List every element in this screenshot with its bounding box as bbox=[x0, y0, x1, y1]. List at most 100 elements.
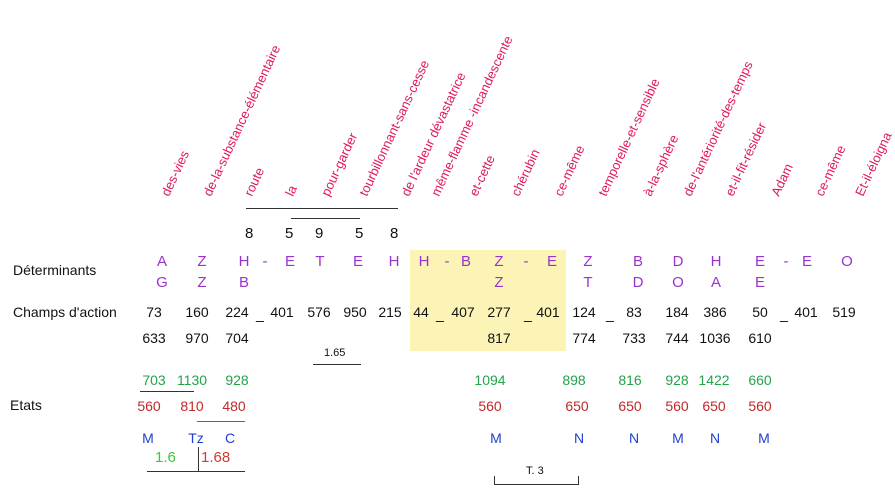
champ-value: 44 bbox=[413, 304, 429, 320]
etat-red: 810 bbox=[180, 398, 204, 414]
champ-value: 401 bbox=[270, 304, 294, 320]
etats-underline bbox=[140, 391, 194, 392]
word-15: Adam bbox=[768, 161, 796, 199]
champ-value: 401 bbox=[794, 304, 818, 320]
etat-green: 928 bbox=[225, 372, 249, 388]
etat-red: 650 bbox=[618, 398, 642, 414]
champ-value: 50 bbox=[752, 304, 768, 320]
table-ref: T. 3 bbox=[526, 465, 544, 477]
champ-value: 124 bbox=[572, 304, 596, 320]
champ-sep: _ bbox=[780, 306, 788, 322]
det-letter: B bbox=[460, 253, 471, 270]
word-4: pour-garder bbox=[318, 130, 361, 199]
det-letter: E bbox=[754, 253, 765, 270]
blue-letter: M bbox=[672, 430, 684, 446]
det-letter: E bbox=[284, 253, 295, 270]
champ-value: 407 bbox=[451, 304, 475, 320]
champ-value: 774 bbox=[572, 330, 596, 346]
det-letter: H bbox=[418, 253, 430, 270]
det-letter: B bbox=[632, 253, 643, 270]
top-number: 5 bbox=[285, 225, 294, 242]
champ-value: 733 bbox=[622, 330, 646, 346]
ratio-mid: 1.65 bbox=[324, 347, 346, 359]
word-1: de-la-substance-élémentaire bbox=[200, 42, 284, 199]
det-letter: Z bbox=[583, 253, 593, 270]
top-number: 5 bbox=[355, 225, 364, 242]
word-9: chérubin bbox=[508, 146, 543, 199]
etat-green: 816 bbox=[618, 372, 642, 388]
ratio-underline bbox=[147, 471, 245, 472]
det-letter: T bbox=[315, 253, 325, 270]
det-letter: A bbox=[156, 253, 167, 270]
champ-value: 610 bbox=[748, 330, 772, 346]
champ-value: 73 bbox=[146, 304, 162, 320]
bracket-line-outer bbox=[246, 208, 398, 209]
top-number: 8 bbox=[390, 225, 399, 242]
det-letter: O bbox=[841, 253, 853, 270]
etat-red: 560 bbox=[478, 398, 502, 414]
word-3: la bbox=[282, 182, 300, 199]
det-letter: E bbox=[546, 253, 557, 270]
highlight-box bbox=[410, 250, 566, 351]
blue-letter: M bbox=[758, 430, 770, 446]
det-letter: E bbox=[801, 253, 812, 270]
ratio-green: 1.6 bbox=[155, 449, 176, 466]
word-12: à-la-sphère bbox=[640, 132, 682, 199]
champ-value: 386 bbox=[703, 304, 727, 320]
det-letter: D bbox=[632, 274, 644, 291]
ratio-mid-underline bbox=[313, 364, 361, 365]
table-ref-bracket bbox=[494, 484, 579, 485]
label-determinants: Déterminants bbox=[13, 262, 97, 278]
champ-sep: _ bbox=[524, 306, 532, 322]
champ-sep: _ bbox=[436, 306, 444, 322]
champ-value: 401 bbox=[536, 304, 560, 320]
etat-green: 703 bbox=[142, 372, 166, 388]
word-10: ce-même bbox=[551, 142, 588, 199]
det-letter: - bbox=[523, 253, 529, 270]
champ-value: 744 bbox=[665, 330, 689, 346]
det-letter: H bbox=[710, 253, 722, 270]
blue-letter: N bbox=[709, 430, 721, 446]
etat-green: 928 bbox=[665, 372, 689, 388]
word-0: des-vies bbox=[158, 148, 193, 199]
det-letter: - bbox=[262, 253, 268, 270]
det-letter: A bbox=[710, 274, 721, 291]
etat-green: 1422 bbox=[698, 372, 730, 388]
champ-value: 184 bbox=[665, 304, 689, 320]
det-letter: B bbox=[238, 274, 249, 291]
det-letter: Z bbox=[197, 253, 207, 270]
etat-red: 650 bbox=[565, 398, 589, 414]
word-16: ce-même bbox=[812, 142, 849, 199]
blue-letter: M bbox=[490, 430, 502, 446]
champ-value: 576 bbox=[307, 304, 331, 320]
etat-green: 1130 bbox=[176, 372, 208, 388]
etat-red: 560 bbox=[137, 398, 161, 414]
det-letter: T bbox=[583, 274, 593, 291]
blue-letter: Tz bbox=[188, 430, 204, 446]
table-ref-bracket-right bbox=[578, 476, 579, 485]
blue-letter: M bbox=[142, 430, 154, 446]
det-letter: D bbox=[672, 253, 684, 270]
etat-green: 660 bbox=[748, 372, 772, 388]
champ-value: 277 bbox=[487, 304, 511, 320]
det-letter: G bbox=[156, 274, 168, 291]
champ-sep: _ bbox=[606, 306, 614, 322]
det-letter: Z bbox=[197, 274, 207, 291]
det-letter: E bbox=[754, 274, 765, 291]
champ-value: 1036 bbox=[699, 330, 731, 346]
champ-value: 817 bbox=[487, 330, 511, 346]
word-8: et-cette bbox=[466, 152, 498, 199]
champ-value: 970 bbox=[185, 330, 209, 346]
champ-value: 704 bbox=[225, 330, 249, 346]
blue-letter: C bbox=[224, 430, 236, 446]
champ-value: 519 bbox=[832, 304, 856, 320]
champ-value: 215 bbox=[378, 304, 402, 320]
det-letter: H bbox=[388, 253, 400, 270]
etat-red: 480 bbox=[222, 398, 246, 414]
ratio-divider bbox=[198, 447, 199, 472]
label-champs: Champs d'action bbox=[13, 304, 117, 320]
label-etats: Etats bbox=[10, 397, 42, 413]
bracket-line-inner bbox=[291, 218, 360, 219]
table-ref-bracket-left bbox=[494, 476, 495, 485]
etat-red: 560 bbox=[665, 398, 689, 414]
